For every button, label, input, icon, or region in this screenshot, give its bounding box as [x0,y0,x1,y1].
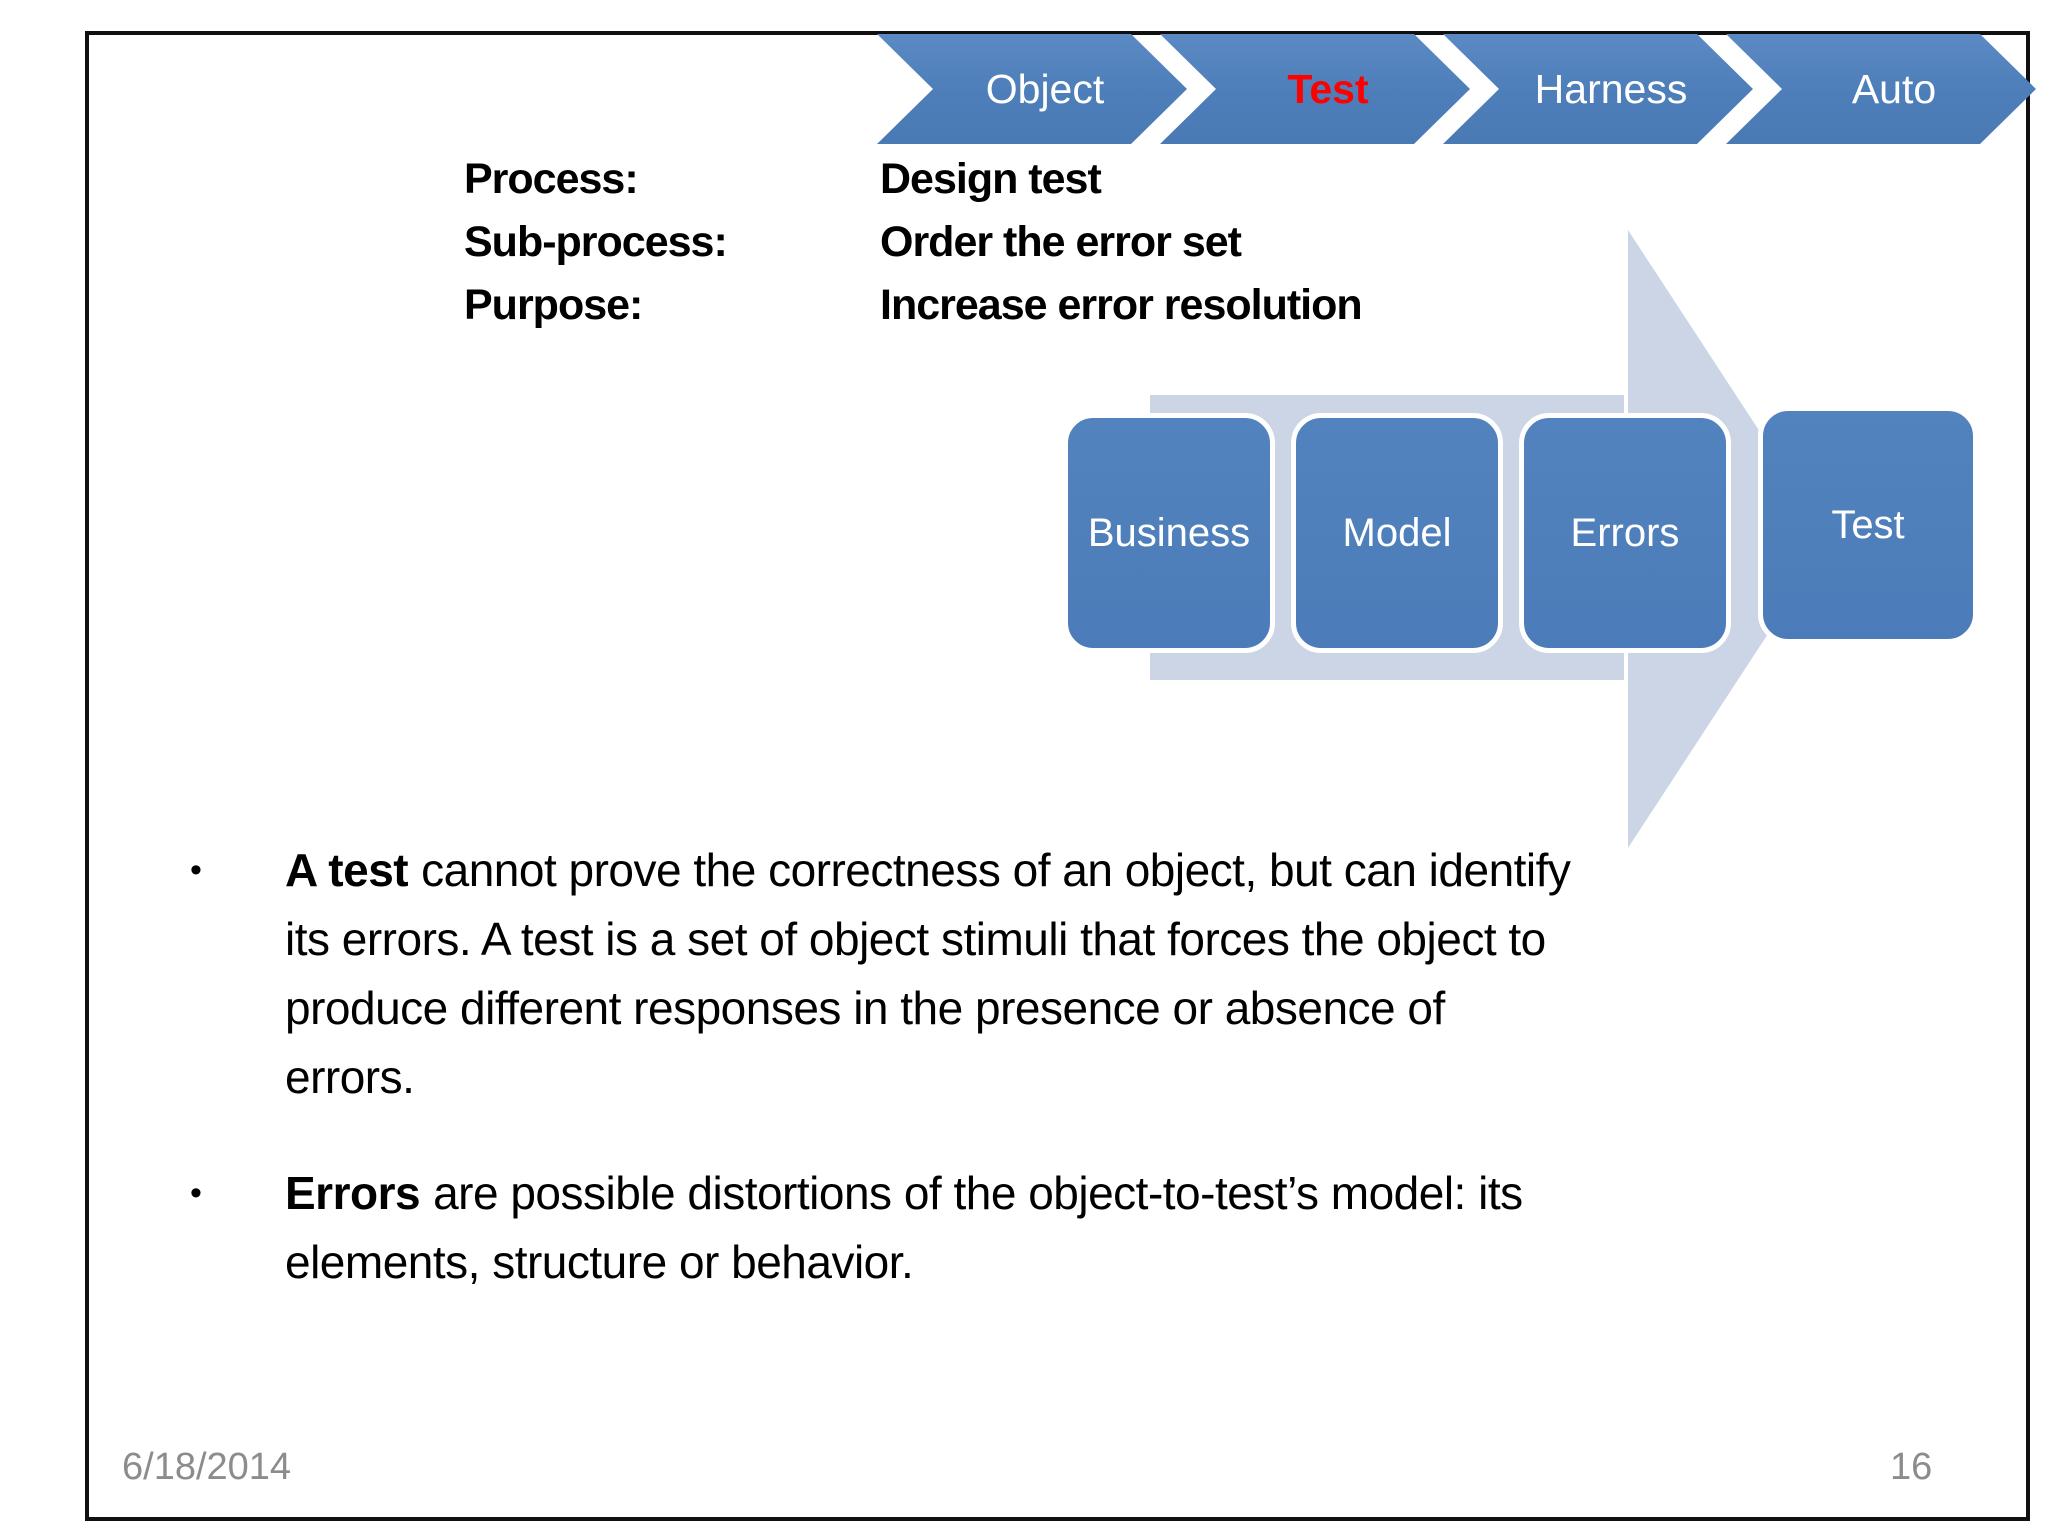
process-row: Purpose: Increase error resolution [464,274,1363,337]
chevron-label: Harness [1534,65,1688,112]
process-label: Process: [464,155,639,203]
flow-box-label: Test [1831,502,1905,547]
bullet-line: elements, structure or behavior. [285,1236,914,1288]
process-row: Process: Design test [464,148,1362,211]
flow-box-label: Errors [1570,510,1680,555]
slide-border [85,31,2030,1521]
footer-date: 6/18/2014 [122,1446,292,1488]
chevron-object: Object [877,34,1187,144]
process-block: Process: Design test Sub-process: Order … [464,148,1363,337]
chevron-label: Test [1287,65,1369,112]
flow-box-errors: Errors [1519,413,1731,653]
chevron-label: Object [985,65,1105,112]
bullet-marker: • [190,851,202,889]
flow-box-model: Model [1291,413,1503,653]
bullet-line: produce different responses in the prese… [285,982,1445,1034]
bullet-line-text: cannot prove the correctness of an objec… [421,844,1571,896]
chevron-bar: Object Test Harness Auto [877,34,2036,144]
flow-box-test: Test [1758,406,1978,644]
process-label: Purpose: [464,281,643,329]
flow-box-label: Model [1342,510,1452,555]
flow-box-label: Business [1087,510,1251,555]
bullet-marker: • [190,1174,202,1212]
chevron-auto: Auto [1726,34,2036,144]
chevron-harness: Harness [1443,34,1753,144]
bullet-line: its errors. A test is a set of object st… [285,913,1546,965]
footer-page-number: 16 [1890,1446,1933,1488]
process-value: Order the error set [880,218,1242,266]
chevron-label: Auto [1851,65,1937,112]
bullet-lead: Errors [285,1167,421,1219]
process-row: Sub-process: Order the error set [464,211,1362,274]
bullet-line-text: are possible distortions of the object-t… [433,1167,1523,1219]
bullet-lead: A test [285,844,409,896]
process-value: Increase error resolution [880,281,1363,329]
chevron-test: Test [1160,34,1470,144]
process-value: Design test [880,155,1102,203]
flow-box-business: Business [1063,413,1275,653]
bullet-line: errors. [285,1051,415,1103]
process-label: Sub-process: [464,218,728,266]
